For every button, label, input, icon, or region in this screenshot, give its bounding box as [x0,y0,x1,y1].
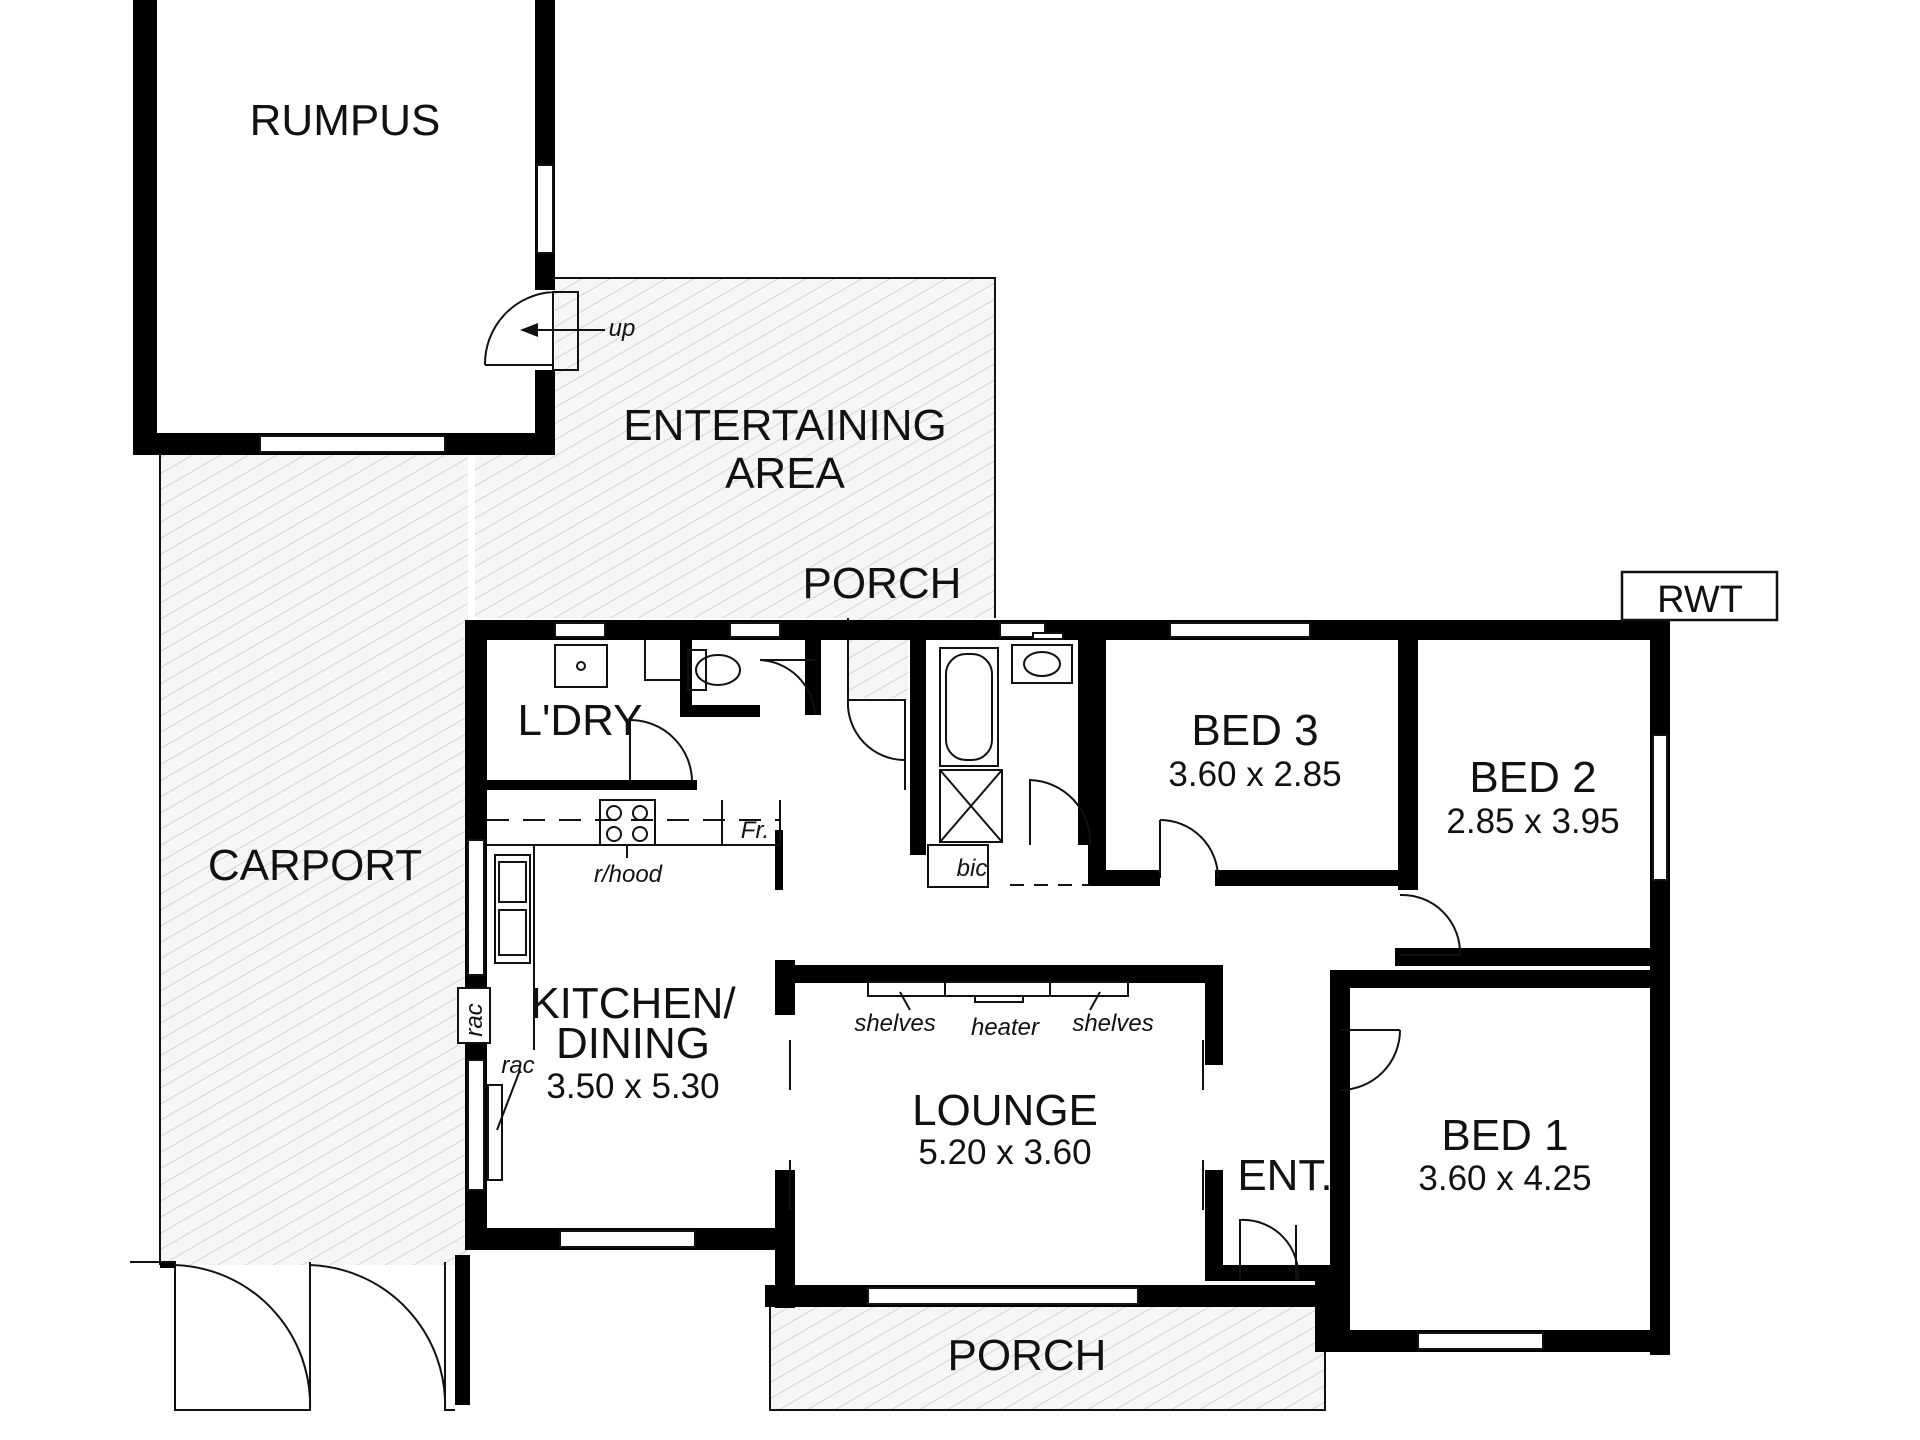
entertaining-label-line2: AREA [725,449,845,498]
wall-rac-unit [457,987,491,1044]
paved-areas [160,278,1325,1410]
rac-wall-note: rac [461,1003,488,1036]
windows [467,622,1668,1350]
bed3-label: BED 3 [1191,706,1318,755]
rainwater-tank [1620,570,1779,622]
bathroom-fixtures [927,644,1090,888]
door-swings [629,659,1462,1281]
fixture-labels: up Fr. r/hood bic rac rac shelves heater… [461,315,1154,1079]
heater-unit [974,995,1024,1003]
room-labels: RUMPUS ENTERTAINING AREA PORCH RWT L'DRY… [208,96,1743,1380]
lounge-label: LOUNGE [912,1086,1098,1135]
front-porch-label: PORCH [948,1331,1107,1380]
lounge-dims: 5.20 x 3.60 [918,1133,1091,1172]
rumpus-door [483,291,579,371]
laundry-tub [554,644,608,688]
carport-paving [160,455,468,1265]
kitchen-fixtures [457,799,781,1181]
lounge-fixtures [789,981,1204,1210]
rear-porch-label: PORCH [803,559,962,608]
rumpus-east-window [536,164,554,254]
kitchen-dims: 3.50 x 5.30 [546,1067,719,1106]
kitchen-label-line2: DINING [556,1019,710,1068]
bed2-label: BED 2 [1469,753,1596,802]
bic-note: bic [957,855,988,882]
toilet [687,649,707,691]
rwt-label: RWT [1657,579,1743,621]
up-note: up [609,315,636,342]
shelves-left-note: shelves [854,1010,935,1037]
basin-icon [1023,651,1061,677]
rac-floor-note: rac [501,1052,534,1079]
heater-note: heater [971,1014,1040,1041]
shelves-right-note: shelves [1072,1010,1153,1037]
bed1-dims: 3.60 x 4.25 [1418,1159,1591,1198]
entertaining-paving [475,278,995,618]
rumpus-walls [133,0,605,455]
up-arrow-icon [520,323,538,337]
bed2-dims: 2.85 x 3.95 [1446,802,1619,841]
rangehood-note: r/hood [594,861,663,888]
laundry-fixtures [554,640,741,691]
kitchen-label: KITCHEN/ [530,979,736,1028]
entertaining-label: ENTERTAINING [623,401,947,450]
kitchen-sink [494,854,531,964]
carport-label: CARPORT [208,841,422,890]
laundry-label: L'DRY [518,696,643,745]
fridge-note: Fr. [741,817,769,844]
bic-cupboard [927,844,989,888]
bed3-dims: 3.60 x 2.85 [1168,755,1341,794]
vanity [1011,644,1073,684]
carport-gates [130,1255,470,1411]
rumpus-label: RUMPUS [250,96,441,145]
shower [939,769,1003,843]
bath [939,647,999,767]
front-porch-paving [770,1302,1325,1410]
rumpus-south-window [259,435,446,453]
floor-rac [487,1084,503,1181]
bed1-label: BED 1 [1441,1111,1568,1160]
entry-label: ENT. [1237,1151,1332,1200]
